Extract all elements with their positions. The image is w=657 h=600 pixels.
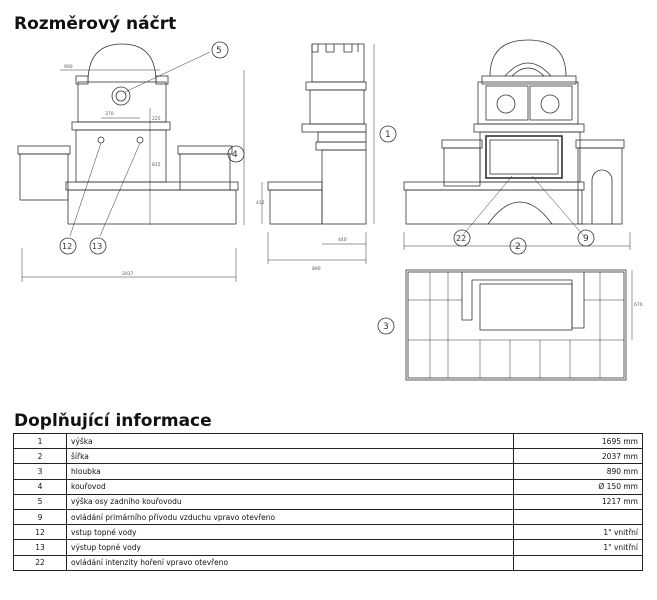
- dim-total-width: 2037: [122, 271, 134, 277]
- info-num-cell: 5: [13, 493, 67, 510]
- info-val-cell: Ø 150 mm: [513, 478, 643, 495]
- info-desc-cell: výška osy zadního kouřovodu: [66, 493, 514, 510]
- callout-3: 3: [383, 322, 389, 332]
- front-view: [403, 39, 631, 250]
- info-num-cell: 13: [13, 539, 67, 556]
- info-num-cell: 22: [13, 554, 67, 571]
- info-val-cell: 1" vnitřní: [513, 524, 643, 541]
- info-val-cell: 1217 mm: [513, 493, 643, 510]
- info-num-cell: 4: [13, 478, 67, 495]
- info-desc-cell: ovládání primárního přívodu vzduchu vpra…: [66, 508, 514, 526]
- info-num-cell: 3: [13, 463, 67, 480]
- dim-plan-depth: 670: [634, 302, 643, 308]
- callout-9: 9: [583, 234, 589, 244]
- dim-total-depth: 890: [312, 266, 321, 272]
- info-desc-cell: vstup topné vody: [66, 524, 514, 541]
- info-num-cell: 1: [13, 432, 67, 450]
- info-val-cell: [513, 554, 643, 571]
- callout-13: 13: [92, 242, 102, 251]
- info-desc-cell: ovládání intenzity hoření vpravo otevřen…: [66, 554, 514, 571]
- info-val-cell: 2037 mm: [513, 448, 643, 465]
- info-desc-cell: výstup topné vody: [66, 539, 514, 556]
- dim-flue-height: 225: [152, 116, 161, 122]
- dim-water-height: 815: [152, 162, 161, 168]
- callout-1: 1: [385, 130, 391, 140]
- callout-4: 5: [216, 46, 222, 56]
- plan-view: [405, 269, 633, 381]
- info-num-cell: 12: [13, 524, 67, 541]
- callout-2: 2: [515, 242, 521, 252]
- info-desc-cell: kouřovod: [66, 478, 514, 495]
- info-val-cell: [513, 508, 643, 526]
- dim-step-depth: 440: [338, 237, 347, 243]
- rear-view: [17, 43, 245, 282]
- info-val-cell: 890 mm: [513, 463, 643, 480]
- info-val-cell: 1" vnitřní: [513, 539, 643, 556]
- info-num-cell: 9: [13, 508, 67, 526]
- info-desc-cell: hloubka: [66, 463, 514, 480]
- dimension-drawing: 5 4 12 13 1 22 9 2 3 900 370 225 815 412…: [17, 39, 643, 381]
- info-val-cell: 1695 mm: [513, 432, 643, 450]
- dim-flue-spacing: 370: [105, 111, 114, 117]
- callout-markers: [59, 41, 595, 335]
- dim-front-top-width: 900: [64, 64, 73, 70]
- side-view: [261, 43, 375, 264]
- callout-12: 12: [62, 242, 72, 251]
- info-title: Doplňující informace: [14, 411, 212, 431]
- info-num-cell: 2: [13, 448, 67, 465]
- info-desc-cell: výška: [66, 432, 514, 450]
- info-desc-cell: šířka: [66, 448, 514, 465]
- callout-22: 22: [456, 234, 466, 243]
- dim-side-height: 412: [256, 200, 265, 206]
- callout-5: 4: [232, 150, 238, 160]
- sketch-title: Rozměrový náčrt: [14, 14, 177, 34]
